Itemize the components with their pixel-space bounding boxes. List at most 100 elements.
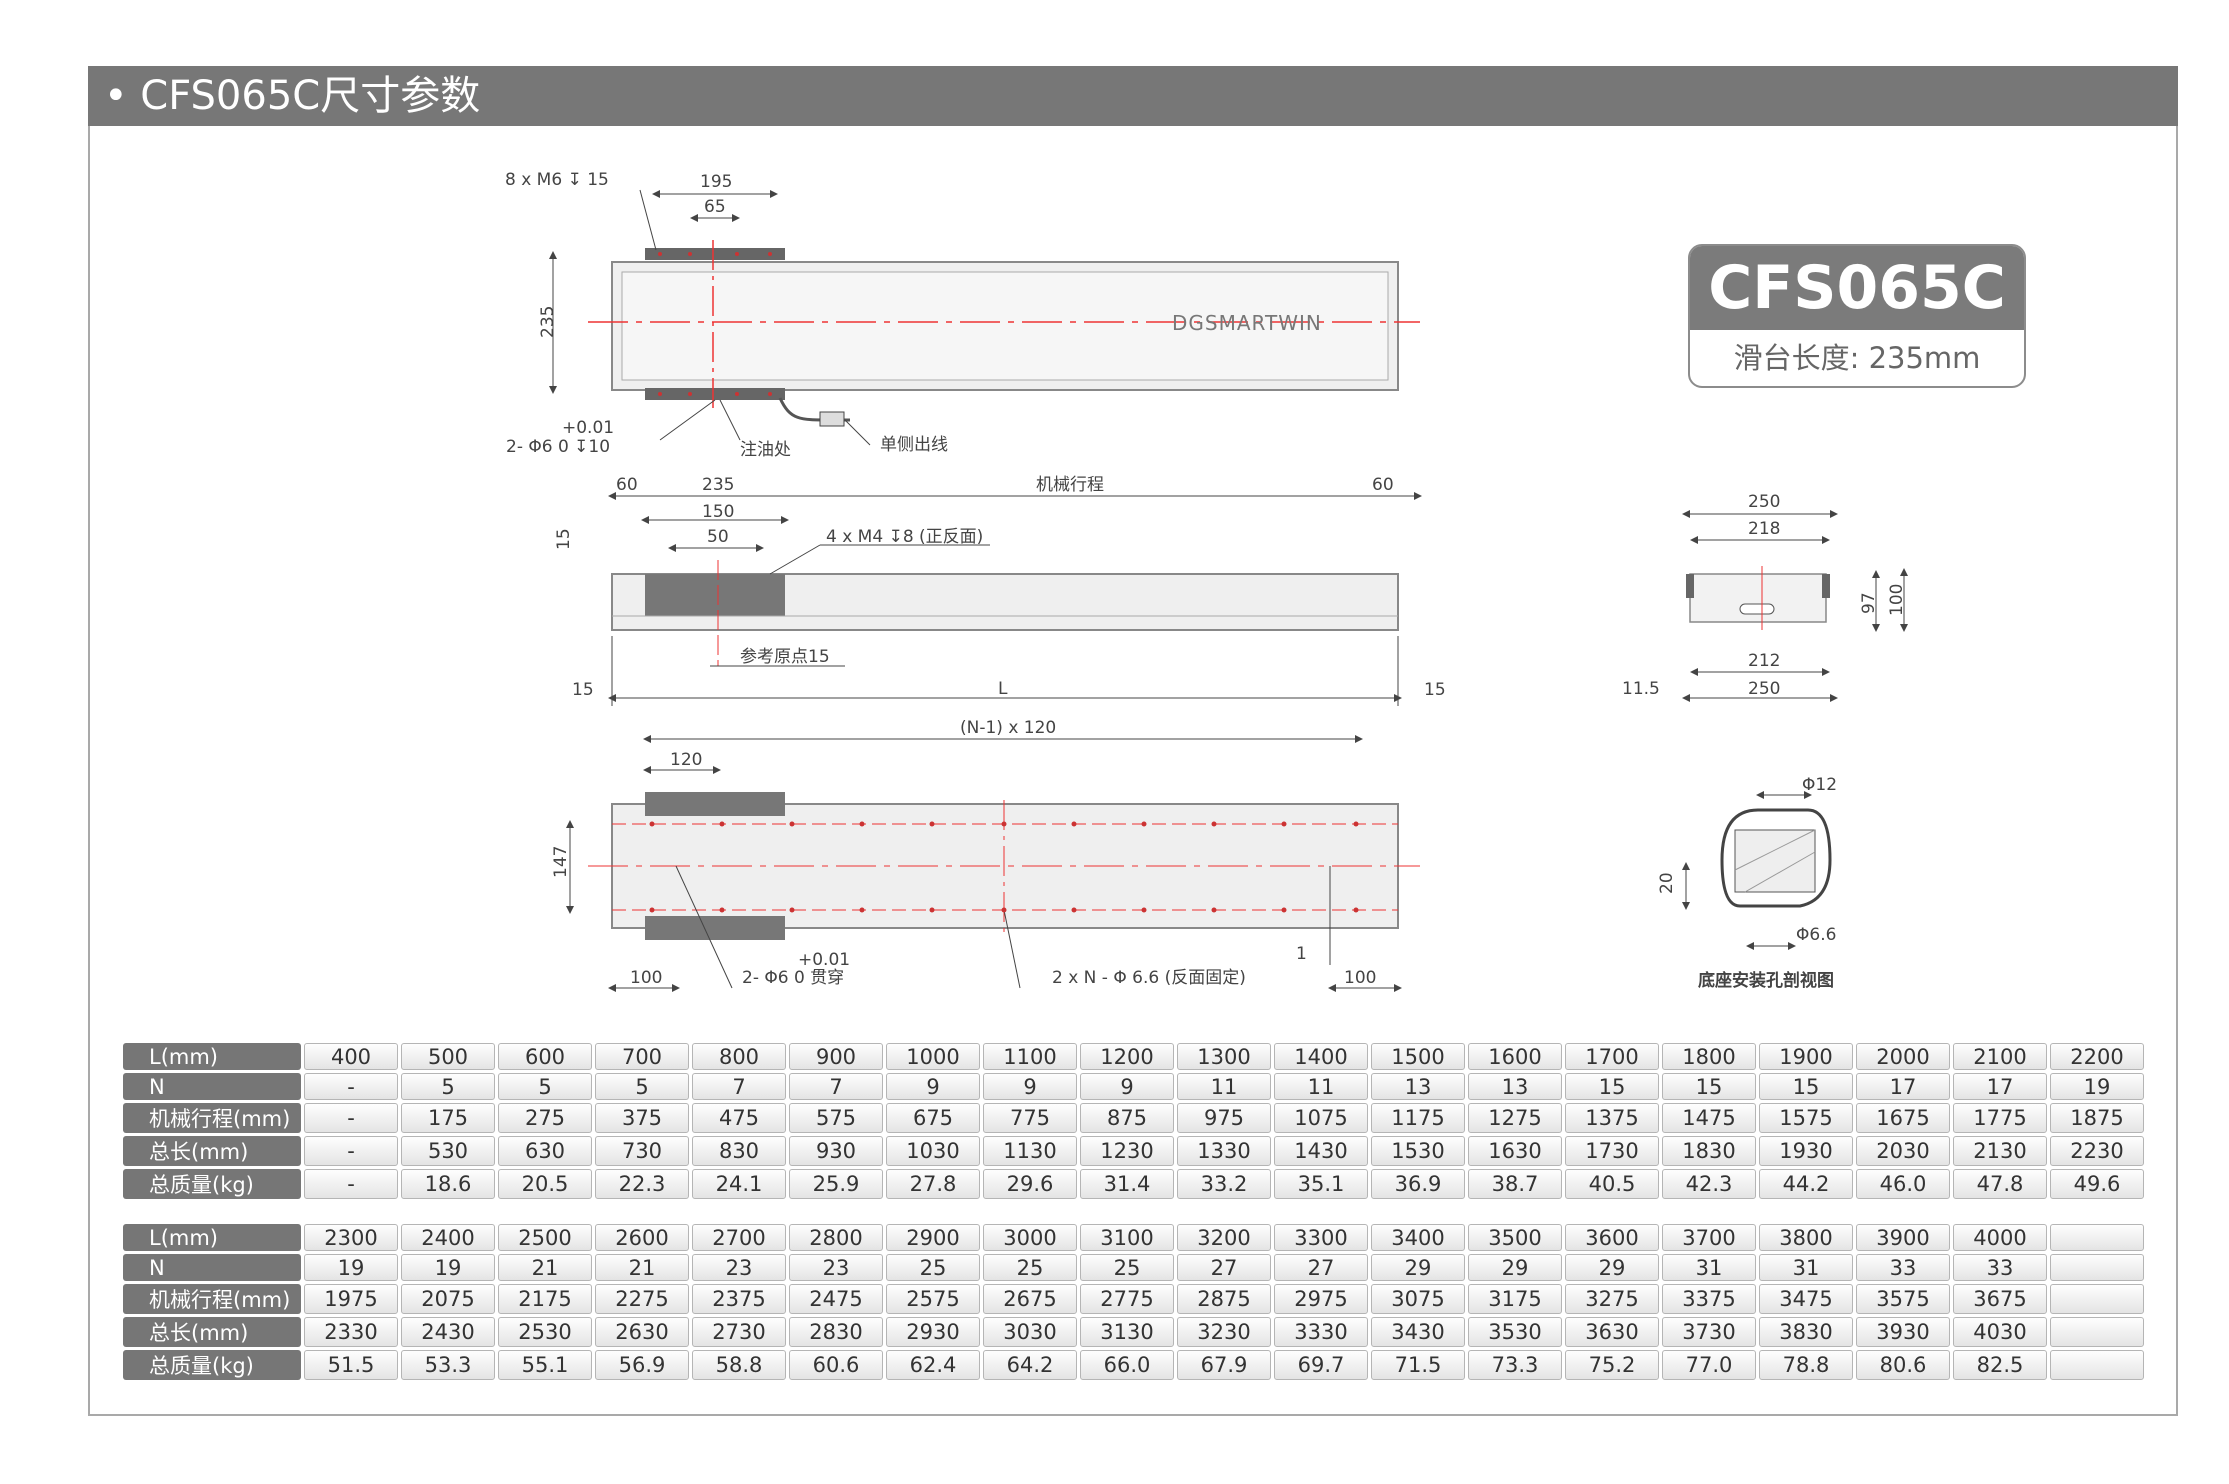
total-length-label: L xyxy=(998,679,1008,699)
spec-cell: 400 xyxy=(304,1043,398,1070)
spec-cell: 1800 xyxy=(1662,1043,1756,1070)
spec-cell: 29 xyxy=(1468,1254,1562,1281)
spec-cell: 3800 xyxy=(1759,1224,1853,1251)
spec-cell: 3900 xyxy=(1856,1224,1950,1251)
section-phi6-6: Φ6.6 xyxy=(1796,925,1836,945)
spec-cell: 2775 xyxy=(1080,1284,1174,1314)
spec-cell: 11 xyxy=(1274,1073,1368,1100)
bottom-view xyxy=(566,735,1420,992)
spec-cell: 2230 xyxy=(2050,1136,2144,1166)
spec-cell: 3575 xyxy=(1856,1284,1950,1314)
spec-cell: 1375 xyxy=(1565,1103,1659,1133)
end-dim-97: 97 xyxy=(1859,592,1879,614)
spec-cell: 3200 xyxy=(1177,1224,1271,1251)
spec-cell: 1975 xyxy=(304,1284,398,1314)
spec-cell: 25 xyxy=(983,1254,1077,1281)
spec-cell: 62.4 xyxy=(886,1350,980,1380)
spec-cell: 500 xyxy=(401,1043,495,1070)
spec-cell: 275 xyxy=(498,1103,592,1133)
spec-cell: 46.0 xyxy=(1856,1169,1950,1199)
spec-cell: 17 xyxy=(1953,1073,2047,1100)
spec-cell: 2675 xyxy=(983,1284,1077,1314)
spec-cell: 17 xyxy=(1856,1073,1950,1100)
dim-235: 235 xyxy=(702,475,734,495)
row-header: 总质量(kg) xyxy=(123,1169,301,1199)
spec-cell: 53.3 xyxy=(401,1350,495,1380)
spec-cell: 2700 xyxy=(692,1224,786,1251)
spec-cell: 1875 xyxy=(2050,1103,2144,1133)
spec-cell: 2530 xyxy=(498,1317,592,1347)
spec-cell: 31.4 xyxy=(1080,1169,1174,1199)
end-dim-11-5: 11.5 xyxy=(1622,679,1660,699)
dim-15-left: 15 xyxy=(572,680,594,700)
spec-cell: 675 xyxy=(886,1103,980,1133)
row-header: N xyxy=(123,1073,301,1100)
spec-cell: 1700 xyxy=(1565,1043,1659,1070)
dim-100-left: 100 xyxy=(630,968,662,988)
spec-cell: 1930 xyxy=(1759,1136,1853,1166)
row-header: 机械行程(mm) xyxy=(123,1103,301,1133)
spec-cell: 3630 xyxy=(1565,1317,1659,1347)
section-title: • CFS065C尺寸参数 xyxy=(88,66,2178,126)
spec-cell: 3130 xyxy=(1080,1317,1174,1347)
reference-origin-label: 参考原点15 xyxy=(740,647,830,667)
spec-cell: 5 xyxy=(401,1073,495,1100)
spec-cell: 700 xyxy=(595,1043,689,1070)
row-header: L(mm) xyxy=(123,1224,301,1251)
section-dim-20: 20 xyxy=(1657,872,1677,894)
spec-cell: 38.7 xyxy=(1468,1169,1562,1199)
spec-cell: 27 xyxy=(1177,1254,1271,1281)
dim-65: 65 xyxy=(704,197,726,217)
spec-cell: 22.3 xyxy=(595,1169,689,1199)
spec-cell: 2100 xyxy=(1953,1043,2047,1070)
spec-cell: 3730 xyxy=(1662,1317,1756,1347)
spec-cell: 1130 xyxy=(983,1136,1077,1166)
spec-cell: 375 xyxy=(595,1103,689,1133)
section-view-caption: 底座安装孔剖视图 xyxy=(1698,970,1834,991)
spec-cell: 1075 xyxy=(1274,1103,1368,1133)
row-header: 总长(mm) xyxy=(123,1317,301,1347)
spec-cell: 600 xyxy=(498,1043,592,1070)
spec-cell: 1230 xyxy=(1080,1136,1174,1166)
spec-cell: 55.1 xyxy=(498,1350,592,1380)
model-badge: CFS065C 滑台长度: 235mm xyxy=(1688,244,2026,388)
spec-cell: 36.9 xyxy=(1371,1169,1465,1199)
pin-label-bottom: 2- Φ6 0 贯穿 xyxy=(742,968,844,988)
spec-cell: 2500 xyxy=(498,1224,592,1251)
dim-1: 1 xyxy=(1296,944,1307,964)
spec-cell: 15 xyxy=(1759,1073,1853,1100)
pin-tolerance-top: +0.01 xyxy=(562,418,614,438)
dim-15-vertical: 15 xyxy=(554,528,574,550)
spec-cell: 2130 xyxy=(1953,1136,2047,1166)
stroke-label: 机械行程 xyxy=(1036,475,1104,495)
spec-cell: 1175 xyxy=(1371,1103,1465,1133)
spec-cell: 3930 xyxy=(1856,1317,1950,1347)
spec-cell: 2630 xyxy=(595,1317,689,1347)
spec-cell: 2375 xyxy=(692,1284,786,1314)
spec-cell: 42.3 xyxy=(1662,1169,1756,1199)
spec-cell: 82.5 xyxy=(1953,1350,2047,1380)
spec-cell xyxy=(2050,1254,2144,1281)
section-view xyxy=(1682,791,1832,950)
spec-cell: 1675 xyxy=(1856,1103,1950,1133)
spec-cell: 2475 xyxy=(789,1284,883,1314)
end-dim-250-bottom: 250 xyxy=(1748,679,1780,699)
spec-cell: 9 xyxy=(983,1073,1077,1100)
spec-cell: 7 xyxy=(692,1073,786,1100)
spec-cell: 3100 xyxy=(1080,1224,1174,1251)
spec-cell: 3600 xyxy=(1565,1224,1659,1251)
spec-cell: 44.2 xyxy=(1759,1169,1853,1199)
slide-length: 滑台长度: 235mm xyxy=(1733,341,1981,375)
spec-cell: 11 xyxy=(1177,1073,1271,1100)
dim-60-left: 60 xyxy=(616,475,638,495)
spec-cell: 1900 xyxy=(1759,1043,1853,1070)
spec-cell: 1275 xyxy=(1468,1103,1562,1133)
spec-cell: 2030 xyxy=(1856,1136,1950,1166)
spec-cell: 3030 xyxy=(983,1317,1077,1347)
spec-cell: 40.5 xyxy=(1565,1169,1659,1199)
spec-cell: 3375 xyxy=(1662,1284,1756,1314)
spec-cell: 27.8 xyxy=(886,1169,980,1199)
